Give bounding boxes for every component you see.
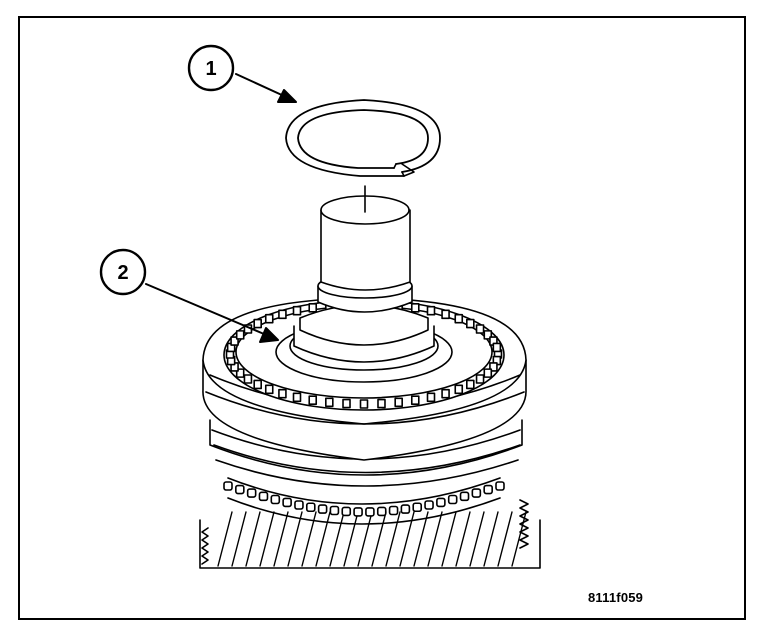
gear-tooth-line (483, 511, 499, 567)
spline-tooth (400, 504, 411, 514)
gear-tooth-line (357, 511, 373, 567)
ring-tooth (426, 305, 436, 316)
ring-tooth (243, 374, 253, 384)
ring-tooth (441, 388, 450, 399)
ring-tooth (475, 324, 485, 334)
snap-ring (285, 99, 441, 177)
gear-tooth-line (287, 511, 303, 567)
spline-tooth (459, 491, 470, 502)
ring-tooth (325, 397, 334, 408)
callout-1-leader (235, 73, 297, 103)
ring-tooth (483, 368, 493, 378)
gear-tooth-line (511, 511, 527, 567)
ring-tooth (292, 305, 302, 316)
ring-tooth (377, 398, 386, 409)
spline-tooth (471, 488, 482, 498)
gear-tooth-line (455, 511, 471, 567)
spline-tooth (447, 494, 458, 505)
ring-tooth (235, 368, 245, 378)
ring-tooth (253, 379, 262, 390)
spline-tooth (246, 488, 257, 498)
gear-tooth-line (343, 511, 359, 567)
callout-2-leader (145, 283, 279, 343)
gear-tooth-line (441, 511, 457, 567)
gear-tooth-line (217, 511, 233, 567)
gear-tooth-line (385, 511, 401, 567)
gear-tooth-line (245, 511, 261, 567)
spline-tooth (483, 484, 493, 495)
spline-tooth (424, 500, 434, 510)
ring-tooth (466, 318, 475, 329)
gear-tooth-line (371, 511, 387, 567)
output-shaft (275, 185, 453, 383)
spline-tooth (353, 507, 363, 517)
spline-tooth (341, 506, 352, 517)
spline-tooth (282, 497, 292, 508)
ring-tooth (264, 384, 274, 395)
gear-tooth-line (329, 511, 345, 567)
ring-tooth (278, 388, 287, 399)
ring-tooth (441, 309, 450, 320)
spline-tooth (365, 507, 375, 517)
callout-1: 1 (187, 44, 235, 92)
spline-tooth (305, 502, 316, 513)
ring-tooth (253, 318, 262, 329)
callout-2-number: 2 (117, 262, 128, 284)
spline-tooth (317, 504, 328, 514)
spline-tooth (270, 494, 281, 505)
spline-tooth (258, 491, 269, 502)
figure-id: 8111f059 (588, 590, 644, 605)
spline-tooth (235, 484, 245, 495)
ring-tooth (410, 395, 420, 405)
ring-tooth (454, 384, 464, 395)
ring-tooth (466, 379, 475, 390)
ring-tooth (454, 313, 464, 324)
gear-tooth-line (469, 511, 485, 567)
gear-tooth-line (413, 511, 429, 567)
gear-tooth-line (273, 511, 289, 567)
spline-tooth (223, 481, 233, 491)
ring-tooth (235, 330, 245, 340)
spline-tooth (436, 497, 446, 508)
spline-tooth (495, 481, 505, 491)
ring-tooth (230, 336, 239, 346)
ring-tooth (492, 342, 502, 353)
ring-tooth (489, 362, 498, 372)
ring-tooth (410, 303, 420, 313)
callout-2: 2 (99, 248, 147, 296)
callout-1-number: 1 (205, 58, 216, 80)
ring-tooth (483, 330, 493, 340)
ring-tooth (264, 313, 274, 324)
spline-tooth (376, 506, 387, 517)
ring-tooth (359, 399, 369, 409)
spline-tooth (388, 505, 399, 516)
ring-tooth (426, 392, 436, 403)
gear-tooth-line (315, 511, 331, 567)
gear-assembly (199, 477, 541, 569)
ring-tooth (308, 303, 318, 313)
ring-tooth (278, 309, 287, 320)
spline-tooth (329, 505, 340, 516)
spline-tooth (294, 500, 304, 510)
ring-tooth (292, 392, 302, 403)
gear-tooth-line (259, 511, 275, 567)
ring-tooth (394, 397, 403, 408)
gear-tooth-line (231, 511, 247, 567)
spline-tooth (412, 502, 423, 513)
gear-tooth-line (427, 511, 443, 567)
ring-tooth (342, 398, 351, 409)
ring-tooth (308, 395, 318, 405)
gear-tooth-line (497, 511, 513, 567)
ring-tooth (475, 374, 485, 384)
